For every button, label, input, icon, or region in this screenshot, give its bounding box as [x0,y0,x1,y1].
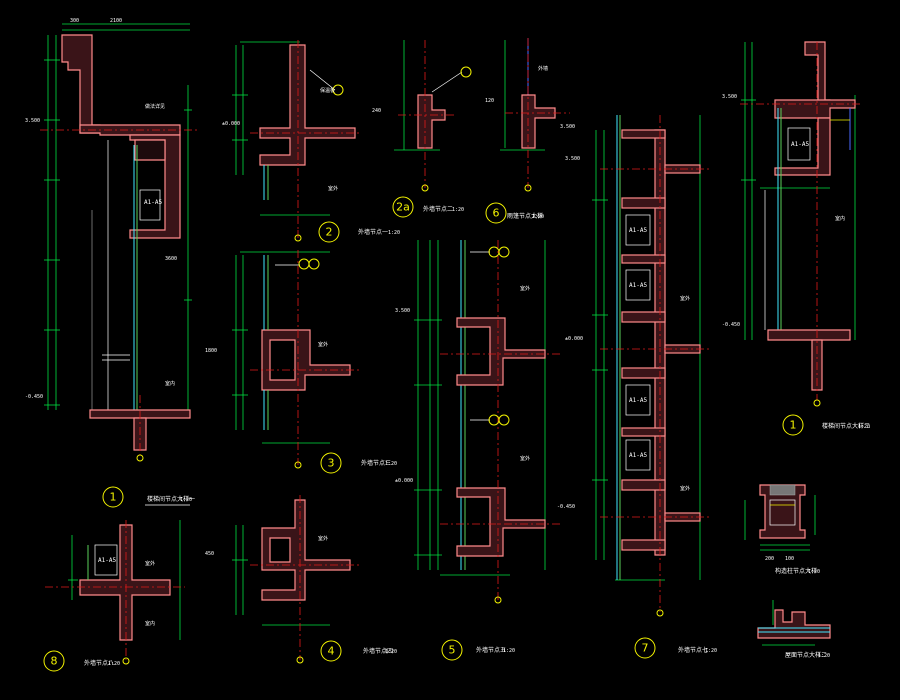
detail-5-number: 5 [449,644,456,657]
dim-label: 1800 [205,348,217,354]
detail-2-bubble [318,221,340,243]
level-label: 3.500 [722,94,737,100]
level-label: -0.450 [25,394,43,400]
detail-3-number: 3 [328,457,335,470]
detail-3-bubble [320,452,342,474]
dim-label: 200 [765,556,774,562]
detail-3-title: 外墙节点三 [361,459,391,467]
room-label: 室外 [328,185,338,192]
level-label: ±0.000 [222,121,240,127]
detail-2a-number: 2a [396,201,410,214]
detail-7-number: 7 [642,642,649,655]
window-mark: A1-A5 [629,397,647,404]
detail-4-bubble [320,640,342,662]
room-label: 室内 [165,380,175,387]
detail-7-bubble [634,637,656,659]
room-label: 室外 [318,341,328,348]
detail-1-left: 300 2100 A1-A5 3.500 -0.450 做法详见 室内 3600 [25,18,200,508]
window-mark: A1-A5 [791,141,809,148]
room-label: 室外 [520,285,530,292]
detail-3-scale: 1:20 [385,461,397,467]
room-label: 室内 [835,215,845,222]
detail-2-scale: 1:20 [388,230,400,236]
dim-label: 100 [785,556,794,562]
detail-small-1: 200 100 构造柱节点大样 1:20 [744,484,820,575]
note-label: 做法详见 [145,103,165,110]
detail-7: A1-A5 A1-A5 A1-A5 A1-A5 3.500 ±0.000 -0.… [557,115,717,659]
detail-7-title: 外墙节点七 [678,646,708,654]
room-label: 室外 [680,295,690,302]
detail-small-2-scale: 1:20 [818,653,830,659]
detail-6-scale: 1:20 [532,214,544,220]
note-label: 保温板 [320,87,335,94]
detail-5-title: 外墙节点五 [476,646,506,654]
room-label: 室外 [520,455,530,462]
dim-label: 3600 [165,256,177,262]
detail-2a-scale: 1:20 [452,207,464,213]
detail-1-right-bubble [782,414,804,436]
detail-4-title: 外墙节点四 [363,647,393,655]
detail-1-right-scale: 1:20 [858,424,870,430]
detail-2: 保温板 室外 ±0.000 2 外墙节点一 1:20 [222,40,400,243]
detail-2a-bubble [392,196,414,218]
detail-1-left-bubble [102,486,124,508]
level-label: 3.500 [25,118,40,124]
level-label: 3.500 [565,156,580,162]
detail-1-right-title: 楼梯间节点大样二 [822,422,870,430]
dim-label: 450 [205,551,214,557]
detail-1-left-title: 楼梯间节点大样一 [147,495,195,503]
detail-6-bubble [485,202,507,224]
detail-4: 室外 450 4 外墙节点四 1:20 [205,495,397,664]
level-label: -0.450 [557,504,575,510]
room-label: 室外 [145,560,155,567]
dim-label: 240 [372,108,381,114]
dim-label: 120 [485,98,494,104]
level-label: ±0.000 [395,478,413,484]
detail-1-right-number: 1 [790,419,797,432]
window-mark: A1-A5 [629,282,647,289]
level-label: 3.500 [395,308,410,314]
detail-2-title: 外墙节点一 [358,228,388,236]
detail-8: A1-A5 室外 室内 8 外墙节点八 1:20 [43,520,185,672]
detail-small-1-title: 构造柱节点大样 [775,567,817,575]
detail-5: 3.500 ±0.000 室外 室外 5 外墙节点五 1:20 [395,240,560,661]
level-label: 3.500 [560,124,575,130]
detail-small-2-title: 屋面节点大样二 [785,651,827,659]
window-mark: A1-A5 [144,199,162,206]
detail-2a-title: 外墙节点二 [423,205,453,213]
window-mark: A1-A5 [629,227,647,234]
detail-6: 外墙 120 3.500 6 雨篷节点大样 1:20 [485,38,575,224]
detail-2-number: 2 [326,226,333,239]
detail-small-2: 屋面节点大样二 1:20 [757,600,831,659]
detail-8-number: 8 [51,655,58,668]
room-label: 室外 [680,485,690,492]
dim-label: 300 [70,18,79,24]
detail-1-right: A1-A5 3.500 -0.450 室内 1 楼梯间节点大样二 1:20 [722,41,870,436]
detail-5-scale: 1:20 [503,648,515,654]
detail-8-bubble [43,650,65,672]
detail-6-title: 雨篷节点大样 [507,212,543,220]
detail-5-bubble [441,639,463,661]
detail-1-left-number: 1 [110,491,117,504]
room-label: 室外 [318,535,328,542]
detail-3: 1800 室外 3 外墙节点三 1:20 [205,250,397,474]
window-mark: A1-A5 [98,557,116,564]
detail-4-scale: 1:20 [385,649,397,655]
detail-8-scale: 1:20 [108,661,120,667]
detail-8-title: 外墙节点八 [84,659,114,667]
detail-small-1-scale: 1:20 [808,569,820,575]
level-label: ±0.000 [565,336,583,342]
detail-6-number: 6 [493,207,500,220]
detail-4-number: 4 [328,645,335,658]
detail-2a: 240 2a 外墙节点二 1:20 [372,40,472,218]
level-label: -0.450 [722,322,740,328]
dim-label: 2100 [110,18,122,24]
note-label: 外墙 [538,65,548,72]
detail-7-scale: 1:20 [705,648,717,654]
detail-1-left-scale: 1:20 [180,497,192,503]
window-mark: A1-A5 [629,452,647,459]
room-label: 室内 [145,620,155,627]
